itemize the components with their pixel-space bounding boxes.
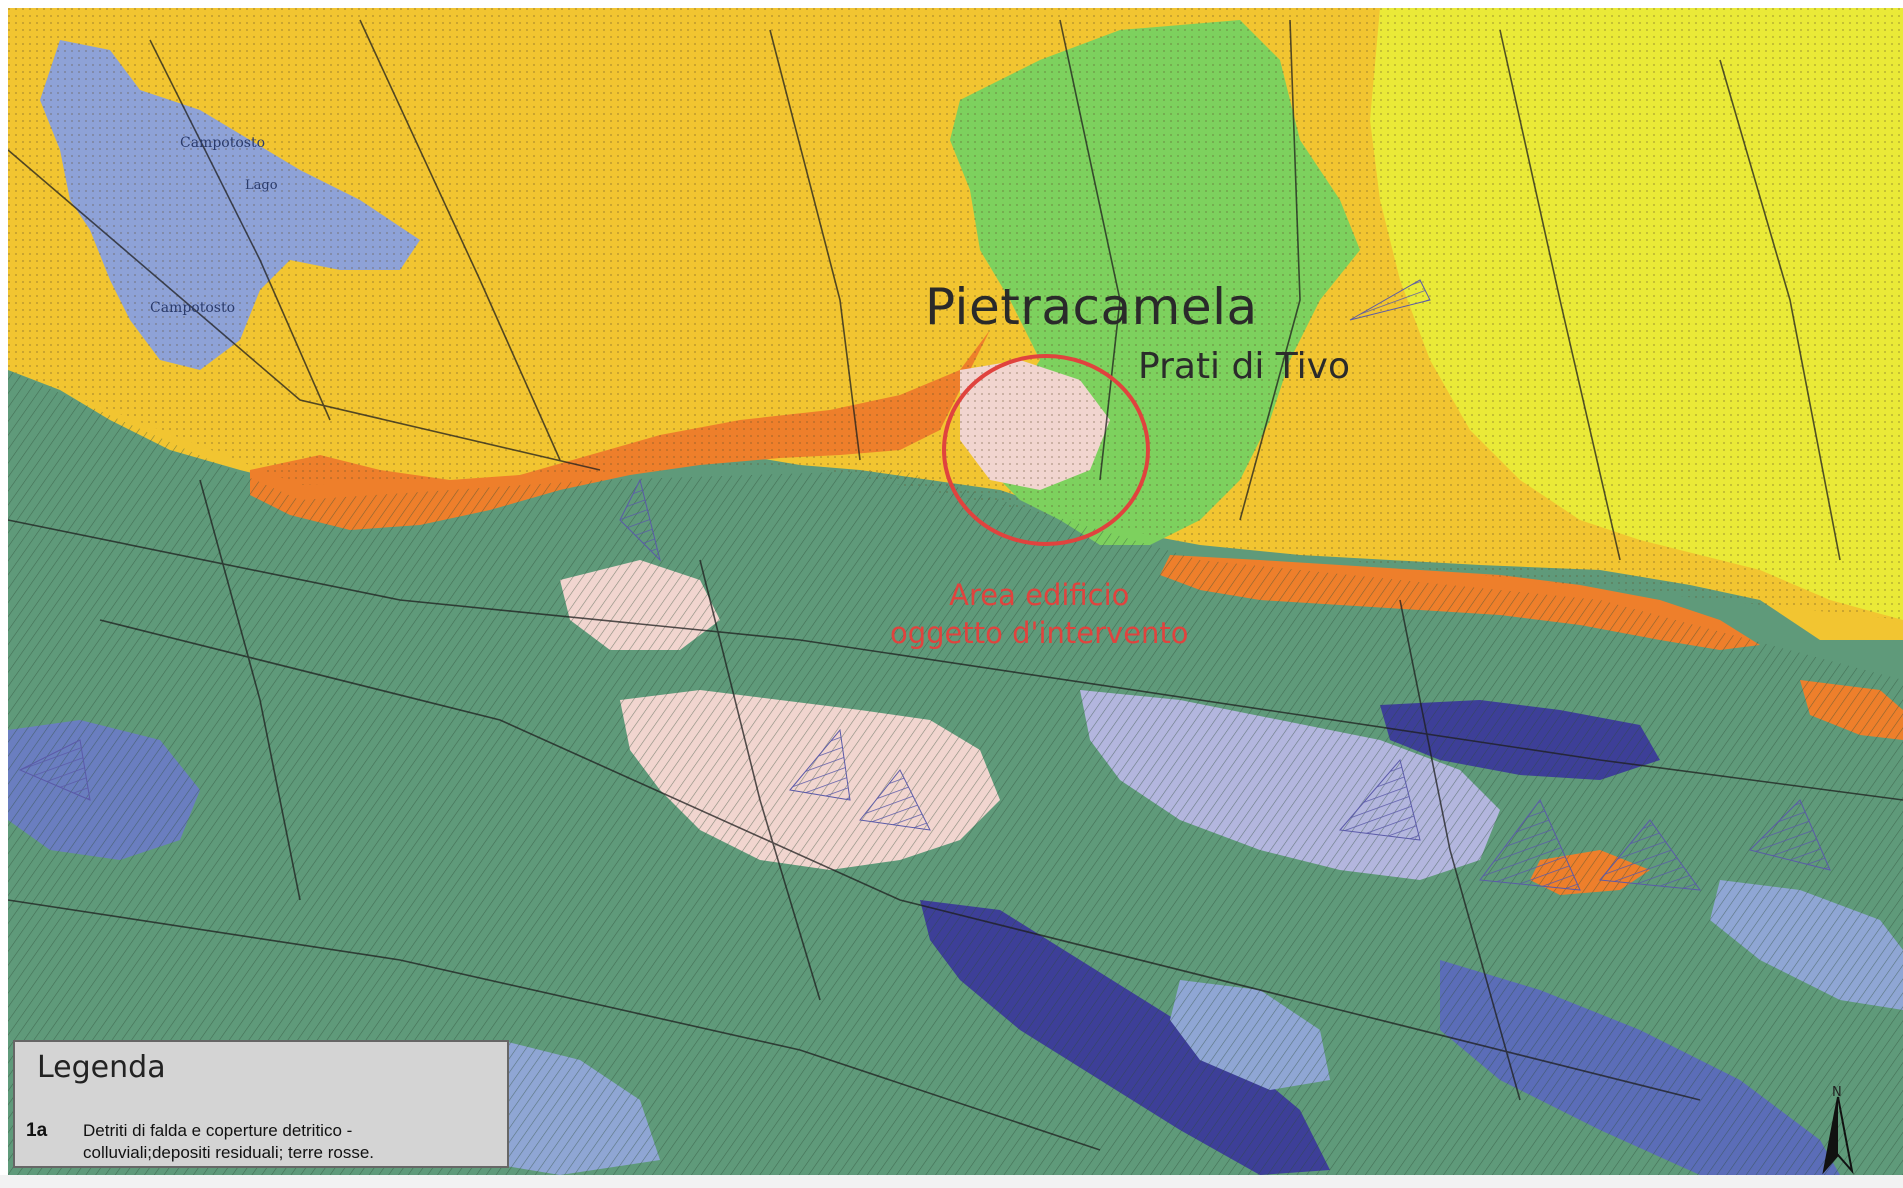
area-annotation: Area edificio oggetto d'intervento — [890, 576, 1189, 652]
fan-8 — [18, 739, 91, 801]
fan-1 — [789, 728, 851, 801]
north-arrow-icon — [1822, 1096, 1854, 1175]
legend-title: Legenda — [37, 1050, 166, 1085]
place-label-pietracamela: Pietracamela — [925, 278, 1258, 336]
paper-edge — [0, 1175, 1903, 1188]
fan-2 — [859, 769, 931, 831]
orange-unit — [250, 330, 990, 530]
fan-7 — [1349, 279, 1431, 321]
lake-label-north: Campotosto — [180, 135, 266, 151]
legend-box: Legenda 1a Detriti di falda e coperture … — [13, 1040, 509, 1168]
place-label-prati-di-tivo: Prati di Tivo — [1138, 346, 1351, 387]
north-label: N — [1832, 1085, 1842, 1100]
fan-9 — [619, 478, 661, 562]
area-annotation-line1: Area edificio — [949, 578, 1130, 612]
fan-5 — [1599, 819, 1702, 891]
legend-item-code: 1a — [26, 1120, 48, 1141]
lake-label: Campotosto — [150, 300, 236, 316]
legend-item-description: Detriti di falda e coperture detritico -… — [83, 1121, 375, 1162]
highlight-circle — [942, 354, 1150, 546]
fan-3 — [1339, 758, 1421, 841]
fan-6 — [1749, 799, 1831, 871]
fan-4 — [1479, 799, 1581, 891]
area-annotation-line2: oggetto d'intervento — [890, 616, 1189, 650]
lake-label-lago: Lago — [245, 178, 278, 193]
